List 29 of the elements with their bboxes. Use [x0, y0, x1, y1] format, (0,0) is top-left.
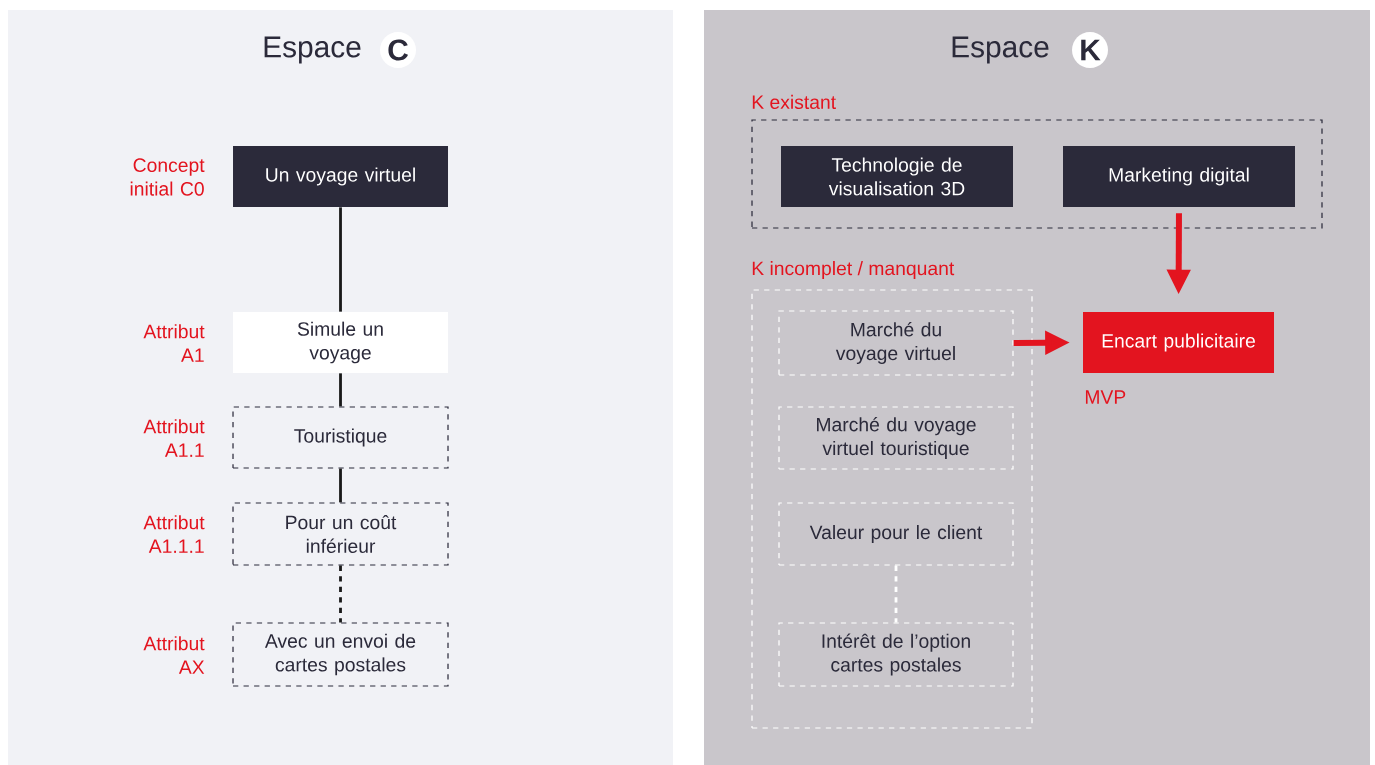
- highlight-box: Encart publicitaire: [1083, 312, 1274, 373]
- dark-box: Marketing digital: [1063, 146, 1295, 207]
- connector-line: [339, 207, 342, 312]
- dashed-box: Intérêt de l’option cartes postales: [778, 622, 1014, 687]
- connector-line: [339, 468, 342, 503]
- dashed-box: Pour un coût inférieur: [232, 502, 449, 566]
- plain-box: Simule un voyage: [233, 312, 448, 373]
- dashed-box: Marché du voyage virtuel: [778, 310, 1014, 376]
- panel-title: Espace: [952, 36, 1049, 64]
- side-label: Concept initial C0: [130, 158, 205, 196]
- connector-line: [894, 565, 898, 623]
- side-label: Attribut AX: [143, 636, 205, 674]
- connector-line: [339, 565, 342, 623]
- node-label: K existant: [752, 94, 836, 110]
- letter-badge: C: [380, 32, 416, 68]
- dashed-box: Touristique: [232, 406, 449, 469]
- side-label: Attribut A1.1.1: [143, 515, 205, 553]
- dashed-box: Avec un envoi de cartes postales: [232, 622, 449, 687]
- dashed-box: Marché du voyage virtuel touristique: [778, 406, 1014, 470]
- node-label: K incomplet / manquant: [752, 261, 955, 280]
- side-label: MVP: [1085, 390, 1126, 404]
- dark-box: Un voyage virtuel: [233, 146, 448, 207]
- side-label: Attribut A1: [143, 324, 205, 362]
- panel-title: Espace: [264, 36, 361, 64]
- connector-line: [339, 373, 342, 407]
- side-label: Attribut A1.1: [143, 419, 205, 457]
- letter-badge: K: [1072, 32, 1108, 68]
- dark-box: Technologie de visualisation 3D: [781, 146, 1013, 207]
- dashed-box: Valeur pour le client: [778, 502, 1014, 566]
